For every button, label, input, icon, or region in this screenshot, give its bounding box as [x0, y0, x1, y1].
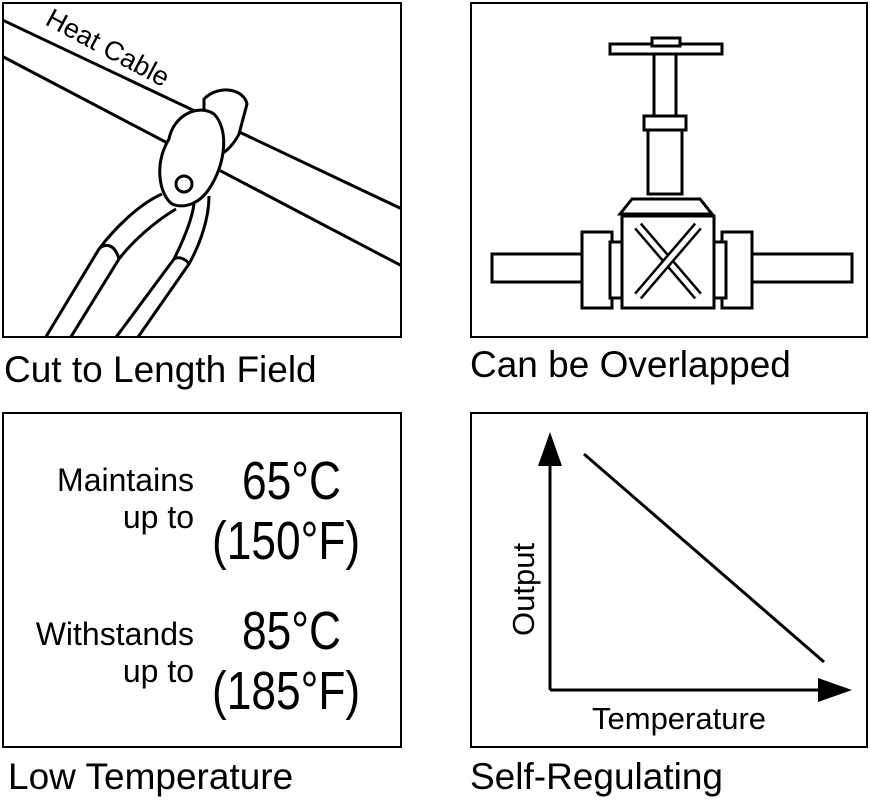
withstands-label-line2: up to [122, 652, 194, 689]
withstands-label: Withstands up to [36, 616, 194, 690]
overlap-panel [470, 2, 868, 338]
valve-illustration [490, 36, 854, 310]
low-temperature-caption: Low Temperature [8, 756, 294, 797]
maintains-label-line2: up to [122, 498, 194, 535]
x-axis-label: Temperature [592, 701, 766, 736]
cut-to-length-caption: Cut to Length Field [4, 349, 317, 390]
output-vs-temperature-graph: Output Temperature [506, 432, 852, 736]
maintains-celsius: 65°C [242, 451, 341, 511]
cut-to-length-panel: Heat Cable [2, 2, 402, 338]
self-regulating-caption: Self-Regulating [470, 756, 723, 797]
self-regulating-panel: Output Temperature [470, 412, 868, 748]
maintains-label: Maintains up to [57, 462, 194, 536]
withstands-label-line1: Withstands [35, 616, 194, 652]
y-axis-arrow [538, 432, 562, 466]
maintains-label-line1: Maintains [57, 462, 194, 498]
output-curve [583, 452, 825, 664]
maintains-fahrenheit: (150°F) [212, 511, 361, 571]
low-temperature-panel: Maintains up to 65°C (150°F) Withstands … [2, 412, 402, 748]
y-axis-label: Output [506, 543, 541, 636]
withstands-fahrenheit: (185°F) [212, 661, 361, 721]
overlap-caption: Can be Overlapped [470, 344, 791, 385]
x-axis-arrow [818, 678, 852, 702]
withstands-celsius: 85°C [242, 601, 341, 661]
cable-cutter-illustration: Heat Cable [4, 4, 400, 336]
